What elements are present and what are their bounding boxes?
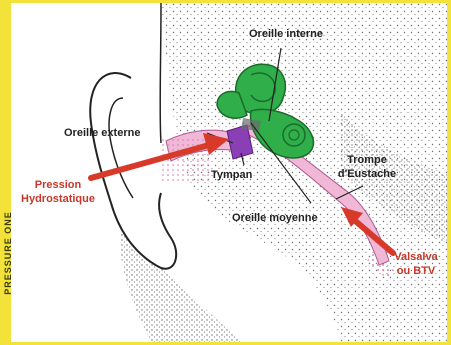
label-oreille-interne: Oreille interne: [249, 28, 323, 40]
illustration-panel: Oreille interne Oreille externe Trompe d…: [11, 3, 447, 342]
label-valsalva-2: ou BTV: [397, 265, 436, 277]
label-tympan: Tympan: [211, 169, 253, 181]
label-valsalva-1: Valsalva: [394, 251, 438, 263]
label-oreille-moyenne: Oreille moyenne: [232, 212, 318, 224]
label-oreille-externe: Oreille externe: [64, 127, 140, 139]
label-trompe-2: d'Eustache: [338, 168, 396, 180]
skull-outline: [160, 3, 161, 143]
label-pression-1: Pression: [35, 179, 82, 191]
label-trompe-1: Trompe: [347, 154, 387, 166]
ear-diagram-svg: Oreille interne Oreille externe Trompe d…: [11, 3, 447, 342]
label-pression-2: Hydrostatique: [21, 193, 95, 205]
